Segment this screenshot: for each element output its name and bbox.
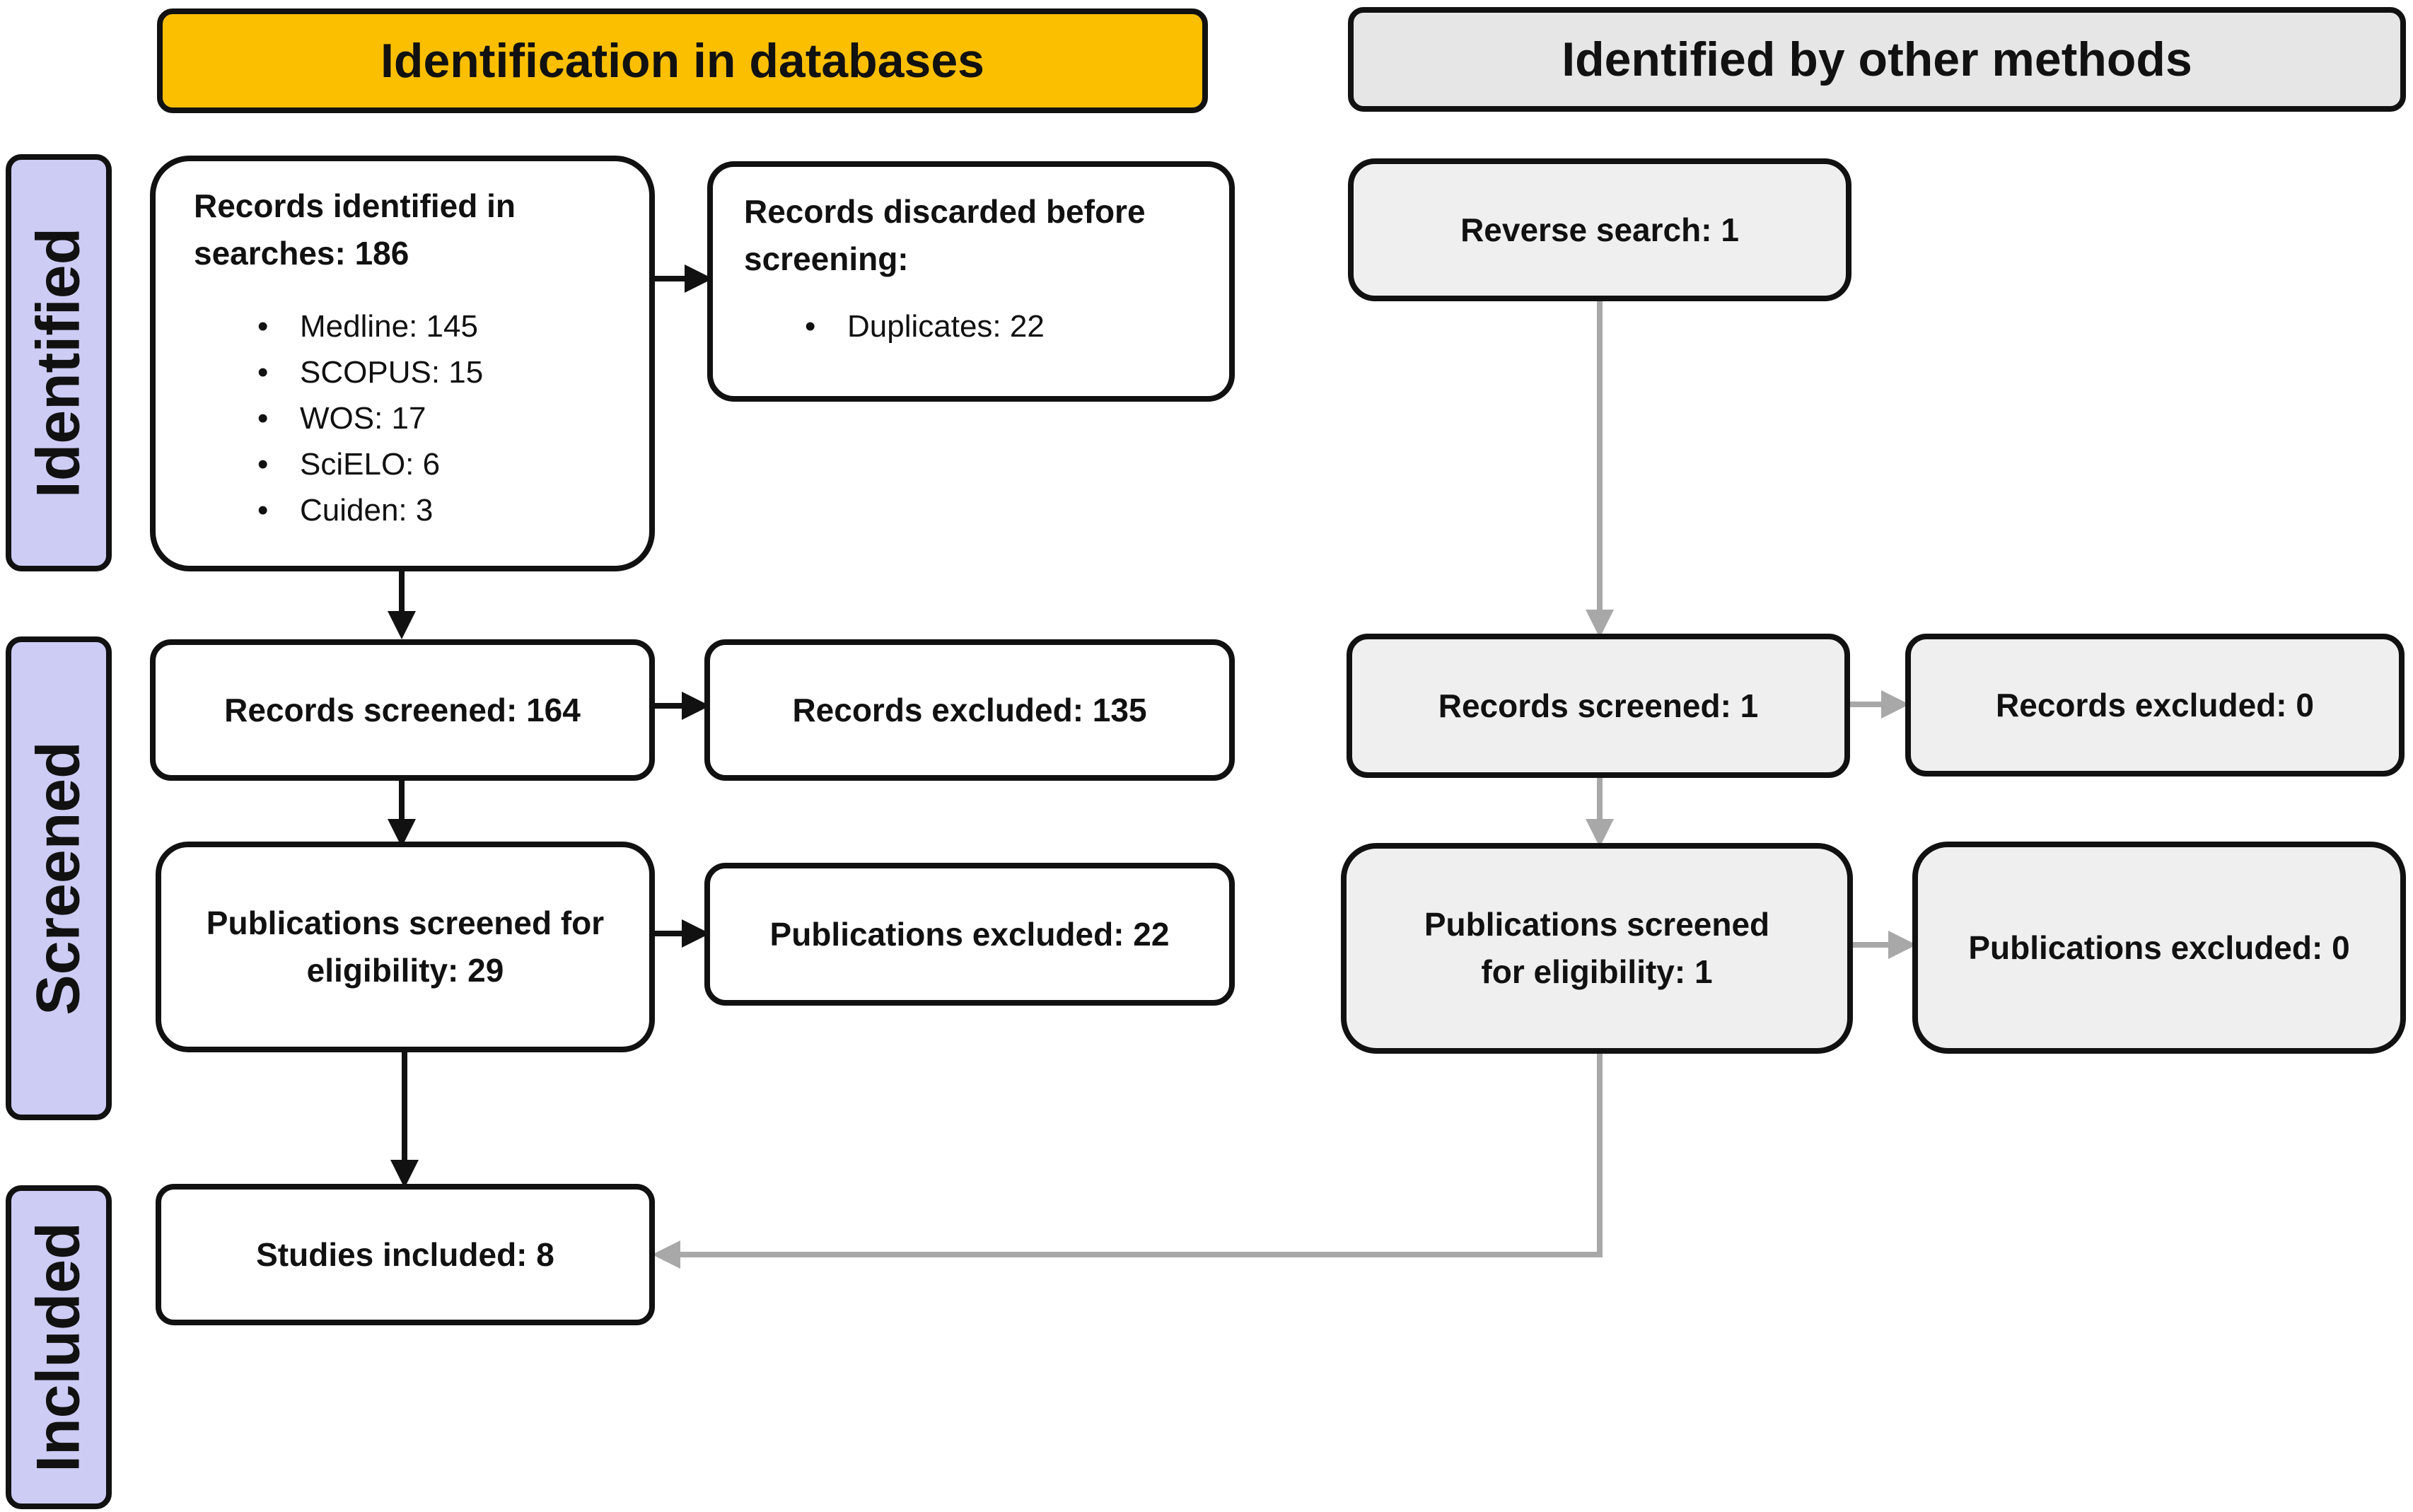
header-identification-in-databases: Identification in databases — [157, 8, 1208, 113]
database-sources-list: Medline: 145 SCOPUS: 15 WOS: 17 SciELO: … — [194, 303, 611, 533]
source-item: SCOPUS: 15 — [257, 349, 611, 395]
other-records-excluded-box: Records excluded: 0 — [1905, 634, 2405, 777]
other-publications-excluded-box: Publications excluded: 0 — [1912, 842, 2406, 1054]
source-item: WOS: 17 — [257, 395, 611, 441]
records-identified-box: Records identified in searches: 186 Medl… — [150, 156, 655, 571]
stage-label-identified: Identified — [6, 154, 112, 571]
other-publications-screened-box: Publications screened for eligibility: 1 — [1341, 843, 1853, 1054]
reverse-search-box: Reverse search: 1 — [1348, 158, 1851, 301]
source-item: SciELO: 6 — [257, 441, 611, 487]
publications-screened-box: Publications screened for eligibility: 2… — [156, 842, 655, 1052]
records-screened-box: Records screened: 164 — [150, 639, 655, 781]
publications-excluded-box: Publications excluded: 22 — [704, 863, 1235, 1006]
source-item: Medline: 145 — [257, 303, 611, 349]
header-identified-by-other-methods: Identified by other methods — [1348, 7, 2406, 112]
records-identified-title: Records identified in searches: 186 — [194, 187, 516, 272]
records-discarded-box: Records discarded before screening: Dupl… — [707, 161, 1235, 402]
header-databases-label: Identification in databases — [380, 34, 984, 88]
other-records-screened-box: Records screened: 1 — [1347, 634, 1850, 778]
source-item: Cuiden: 3 — [257, 487, 611, 533]
records-excluded-box: Records excluded: 135 — [704, 639, 1235, 781]
header-other-methods-label: Identified by other methods — [1562, 33, 2192, 86]
discarded-item: Duplicates: 22 — [805, 303, 1198, 349]
stage-label-screened: Screened — [6, 636, 112, 1120]
discarded-list: Duplicates: 22 — [744, 303, 1198, 349]
stage-label-included: Included — [6, 1185, 112, 1509]
studies-included-box: Studies included: 8 — [156, 1184, 655, 1325]
arrow-other-eligibility-to-included — [652, 1051, 1603, 1269]
records-discarded-title: Records discarded before screening: — [744, 193, 1146, 277]
